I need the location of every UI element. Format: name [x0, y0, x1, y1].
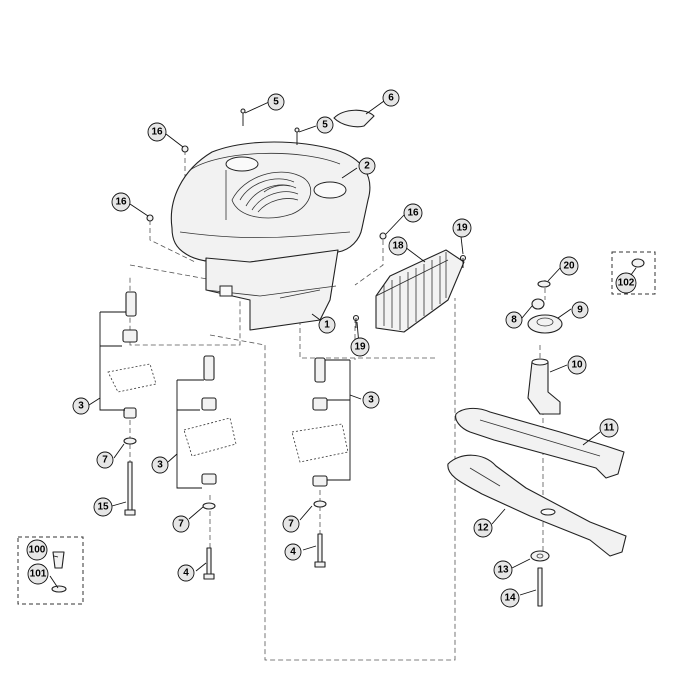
screws-part-5 — [240, 108, 300, 145]
svg-text:16: 16 — [407, 208, 419, 219]
svg-text:8: 8 — [511, 315, 517, 326]
svg-text:1: 1 — [324, 320, 330, 331]
heat-shield-part-18 — [375, 249, 465, 333]
svg-text:7: 7 — [178, 519, 184, 530]
bushing-part-8 — [531, 298, 545, 310]
svg-text:6: 6 — [388, 93, 394, 104]
svg-text:7: 7 — [288, 519, 294, 530]
pulley-part-9 — [527, 314, 563, 334]
plug-cap-part-6 — [333, 109, 375, 128]
svg-text:101: 101 — [30, 569, 47, 580]
svg-text:14: 14 — [504, 593, 516, 604]
svg-text:15: 15 — [97, 502, 109, 513]
engine-cover-part-2 — [170, 141, 371, 264]
svg-text:4: 4 — [183, 568, 189, 579]
svg-text:16: 16 — [115, 197, 127, 208]
callout-19-right: 19 — [452, 218, 472, 238]
callout-4-middle: 4 — [177, 564, 195, 582]
part-3-brackets — [99, 311, 351, 489]
mount-stack-middle — [183, 355, 237, 580]
washer-part-13 — [530, 550, 550, 562]
bolts-part-19 — [352, 254, 467, 328]
inset-100-101 — [17, 536, 84, 605]
callout-1: 1 — [318, 316, 336, 334]
leader-lines — [49, 100, 637, 596]
svg-text:11: 11 — [604, 423, 615, 434]
svg-text:3: 3 — [368, 395, 374, 406]
callout-6: 6 — [382, 89, 400, 107]
callout-7-left: 7 — [96, 451, 114, 469]
callout-12: 12 — [473, 518, 493, 538]
callout-5-right: 5 — [316, 116, 334, 134]
callout-9: 9 — [571, 301, 589, 319]
nuts-part-16 — [146, 145, 387, 240]
callout-4-right: 4 — [284, 543, 302, 561]
inset-102 — [611, 251, 656, 295]
callout-10: 10 — [567, 355, 587, 375]
blade-part-12 — [447, 454, 627, 557]
blade-adapter-part-10 — [527, 361, 561, 415]
svg-text:16: 16 — [151, 127, 163, 138]
svg-text:12: 12 — [477, 523, 489, 534]
blade-hub-assembly — [527, 280, 563, 415]
svg-text:5: 5 — [322, 120, 328, 131]
callout-2: 2 — [358, 157, 376, 175]
callout-16-top: 16 — [147, 122, 167, 142]
callout-7-middle: 7 — [172, 515, 190, 533]
mount-stack-left — [107, 291, 157, 516]
svg-text:18: 18 — [392, 241, 404, 252]
svg-text:20: 20 — [563, 261, 575, 272]
svg-text:2: 2 — [364, 161, 370, 172]
callout-3-right: 3 — [362, 391, 380, 409]
callout-16-right: 16 — [403, 203, 423, 223]
svg-text:3: 3 — [157, 460, 163, 471]
callout-20: 20 — [559, 256, 579, 276]
callout-3-left: 3 — [72, 397, 90, 415]
svg-text:13: 13 — [497, 565, 509, 576]
callout-14: 14 — [500, 588, 520, 608]
svg-text:19: 19 — [456, 223, 468, 234]
callout-7-right: 7 — [282, 515, 300, 533]
callout-8: 8 — [505, 311, 523, 329]
callout-15: 15 — [93, 497, 113, 517]
svg-text:19: 19 — [354, 342, 366, 353]
callout-11: 11 — [599, 418, 619, 438]
svg-text:100: 100 — [29, 545, 46, 556]
svg-text:10: 10 — [571, 360, 583, 371]
svg-text:102: 102 — [618, 278, 635, 289]
svg-text:7: 7 — [102, 455, 108, 466]
callout-102: 102 — [615, 272, 637, 294]
callout-100: 100 — [26, 539, 48, 561]
callout-5-left: 5 — [267, 93, 285, 111]
mount-stack-right — [291, 357, 349, 568]
svg-text:4: 4 — [290, 547, 296, 558]
svg-text:3: 3 — [78, 401, 84, 412]
svg-text:9: 9 — [577, 305, 583, 316]
callout-3-middle: 3 — [151, 456, 169, 474]
callout-101: 101 — [27, 563, 49, 585]
bolt-part-14 — [537, 567, 543, 607]
callout-16-left: 16 — [111, 192, 131, 212]
svg-text:5: 5 — [273, 97, 279, 108]
callout-18: 18 — [388, 236, 408, 256]
callout-19-bottom: 19 — [350, 337, 370, 357]
washer-part-20 — [537, 280, 551, 288]
callout-13: 13 — [493, 560, 513, 580]
blade-part-11 — [455, 407, 625, 479]
